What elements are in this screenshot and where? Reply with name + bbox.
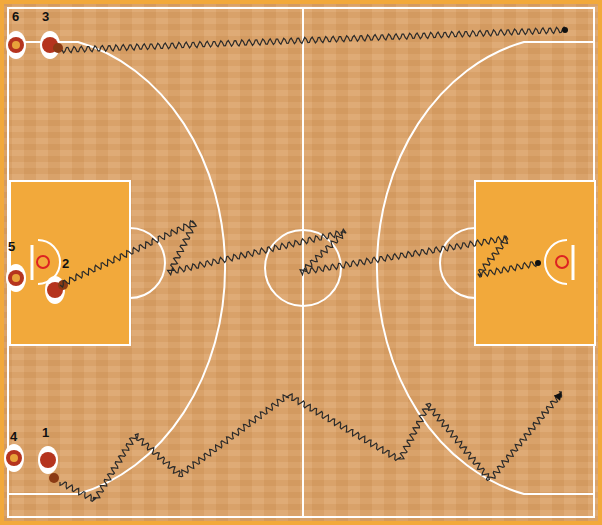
player-number: 4 bbox=[10, 430, 17, 443]
dribble-path bbox=[62, 27, 565, 53]
dribble-path bbox=[60, 392, 562, 502]
court-floor bbox=[4, 4, 598, 521]
player-icon bbox=[6, 31, 26, 59]
dribble-path bbox=[60, 221, 538, 287]
end-dot bbox=[535, 260, 541, 266]
players bbox=[4, 31, 68, 483]
player-number: 3 bbox=[42, 10, 49, 23]
court-lines bbox=[8, 8, 594, 517]
player-number: 1 bbox=[42, 426, 49, 439]
player-icon bbox=[6, 264, 26, 292]
dribble-paths bbox=[60, 27, 568, 501]
player-number: 5 bbox=[8, 240, 15, 253]
arrow-head bbox=[554, 392, 562, 401]
player-icon bbox=[4, 444, 24, 472]
right-key bbox=[475, 181, 595, 345]
player-icon bbox=[38, 446, 59, 483]
end-dot bbox=[562, 27, 568, 33]
player-number: 2 bbox=[62, 257, 69, 270]
player-number: 6 bbox=[12, 10, 19, 23]
player-icon bbox=[40, 31, 63, 59]
